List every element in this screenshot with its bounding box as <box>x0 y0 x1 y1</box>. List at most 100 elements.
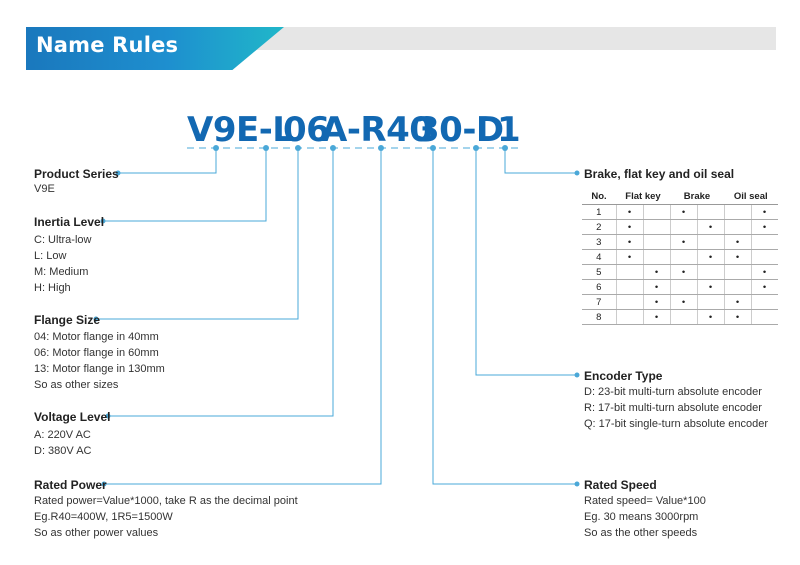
table-row: 1••• <box>582 204 778 220</box>
power-line: So as other power values <box>34 527 159 539</box>
empty-cell <box>669 219 697 235</box>
table-row: 4••• <box>582 249 778 265</box>
power-line: Eg.R40=400W, 1R5=1500W <box>34 511 173 523</box>
dot-cell: • <box>615 249 643 265</box>
empty-cell <box>723 264 751 280</box>
product-series-line: V9E <box>34 183 55 195</box>
inertia-line: C: Ultra-low <box>34 234 92 246</box>
empty-cell <box>750 294 778 310</box>
table-row: 6 • • • <box>582 279 778 295</box>
code-segment-voltage-power: A-R40 <box>321 110 433 150</box>
rated-power-title: Rated Power <box>34 478 107 492</box>
empty-cell <box>723 279 751 295</box>
encoder-line: R: 17-bit multi-turn absolute encoder <box>584 402 762 414</box>
flange-line: So as other sizes <box>34 379 119 391</box>
encoder-line: Q: 17-bit single-turn absolute encoder <box>584 418 769 430</box>
dot-cell: • <box>723 249 751 265</box>
row-number: 6 <box>582 279 616 295</box>
empty-cell <box>615 309 643 325</box>
inertia-line: H: High <box>34 282 71 294</box>
flange-line: 13: Motor flange in 130mm <box>34 363 165 375</box>
col-header-no: No. <box>582 188 616 205</box>
empty-cell <box>669 249 697 265</box>
empty-cell <box>696 204 724 220</box>
dot-cell: • <box>669 294 697 310</box>
empty-cell <box>696 264 724 280</box>
row-number: 3 <box>582 234 616 250</box>
dot-cell: • <box>642 279 670 295</box>
row-number: 7 <box>582 294 616 310</box>
dot-cell: • <box>750 279 778 295</box>
code-segment-series-inertia: V9E-L <box>187 110 294 150</box>
encoder-line: D: 23-bit multi-turn absolute encoder <box>584 386 762 398</box>
code-segment-speed-encoder: 30-D <box>416 110 504 150</box>
empty-cell <box>642 249 670 265</box>
table-row: 5••• <box>582 264 778 280</box>
flange-size-title: Flange Size <box>34 313 101 327</box>
col-header-oil-seal: Oil seal <box>724 188 778 205</box>
empty-cell <box>642 219 670 235</box>
dot-cell: • <box>615 219 643 235</box>
dot-cell: • <box>696 309 724 325</box>
code-segment-flange: 06 <box>283 110 330 150</box>
encoder-type-title: Encoder Type <box>584 369 663 383</box>
voltage-line: A: 220V AC <box>34 429 91 441</box>
dot-cell: • <box>696 249 724 265</box>
dot-cell: • <box>642 264 670 280</box>
inertia-level-title: Inertia Level <box>34 215 105 229</box>
voltage-level-title: Voltage Level <box>34 410 111 424</box>
brake-section-title: Brake, flat key and oil seal <box>584 167 735 181</box>
brake-table-header: No. Flat key Brake Oil seal <box>582 188 778 205</box>
inertia-line: M: Medium <box>34 266 89 278</box>
rated-speed-title: Rated Speed <box>584 478 657 492</box>
dot-cell: • <box>723 234 751 250</box>
dot-cell: • <box>723 294 751 310</box>
speed-line: Eg. 30 means 3000rpm <box>584 511 699 523</box>
empty-cell <box>615 264 643 280</box>
empty-cell <box>615 294 643 310</box>
col-header-brake: Brake <box>670 188 724 205</box>
voltage-line: D: 380V AC <box>34 445 92 457</box>
flange-line: 04: Motor flange in 40mm <box>34 331 159 343</box>
table-row: 7••• <box>582 294 778 310</box>
dot-cell: • <box>669 204 697 220</box>
row-number: 8 <box>582 309 616 325</box>
product-series-title: Product Series <box>34 167 119 181</box>
dot-cell: • <box>642 309 670 325</box>
inertia-line: L: Low <box>34 250 67 262</box>
col-header-flat-key: Flat key <box>616 188 670 205</box>
dot-cell: • <box>750 264 778 280</box>
speed-line: So as the other speeds <box>584 527 698 539</box>
dot-cell: • <box>696 219 724 235</box>
dot-cell: • <box>723 309 751 325</box>
empty-cell <box>696 294 724 310</box>
empty-cell <box>642 234 670 250</box>
empty-cell <box>750 249 778 265</box>
flange-line: 06: Motor flange in 60mm <box>34 347 159 359</box>
dot-cell: • <box>642 294 670 310</box>
table-row: 3••• <box>582 234 778 250</box>
dot-cell: • <box>669 264 697 280</box>
row-number: 4 <box>582 249 616 265</box>
row-number: 5 <box>582 264 616 280</box>
empty-cell <box>642 204 670 220</box>
dot-cell: • <box>615 234 643 250</box>
empty-cell <box>750 234 778 250</box>
table-row: 8••• <box>582 309 778 325</box>
speed-line: Rated speed= Value*100 <box>584 495 706 507</box>
dot-cell: • <box>696 279 724 295</box>
dot-cell: • <box>750 204 778 220</box>
empty-cell <box>669 279 697 295</box>
power-line: Rated power=Value*1000, take R as the de… <box>34 495 298 507</box>
empty-cell <box>750 309 778 325</box>
empty-cell <box>723 219 751 235</box>
row-number: 1 <box>582 204 616 220</box>
dot-cell: • <box>750 219 778 235</box>
dot-cell: • <box>615 204 643 220</box>
dot-cell: • <box>669 234 697 250</box>
empty-cell <box>723 204 751 220</box>
code-segment-brake: 1 <box>497 110 521 150</box>
table-row: 2••• <box>582 219 778 235</box>
empty-cell <box>696 234 724 250</box>
